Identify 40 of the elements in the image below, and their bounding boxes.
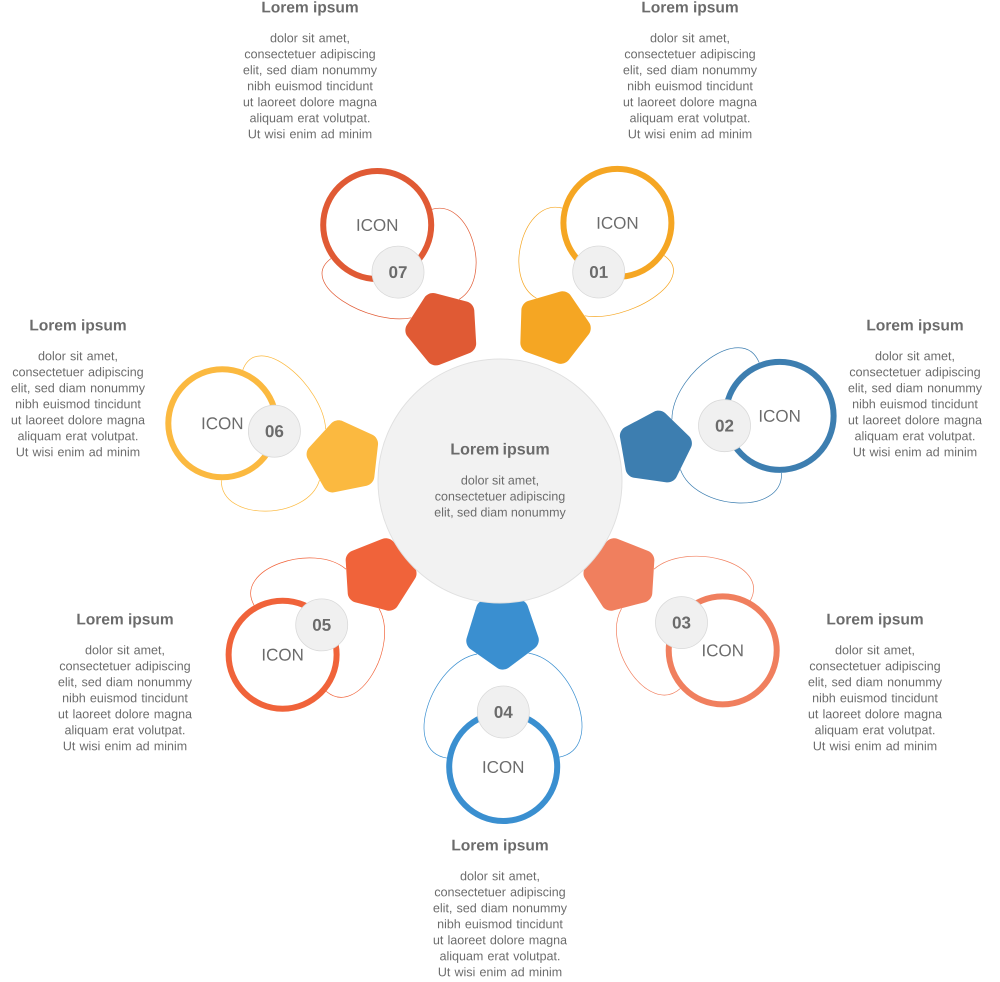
heading: Lorem ipsum [867, 319, 963, 334]
heading: Lorem ipsum [262, 1, 358, 16]
connector-line [584, 255, 674, 317]
body-text: dolor sit amet, consectetuer adipiscing elit, sed diam nonummy nibh euismod tincidunt ut laoreet dolore magna aliquam erat volutpat. Ut wisi enim ad minim [434, 871, 568, 976]
connector-line [672, 347, 760, 420]
number-badge: 04 [476, 686, 530, 738]
connector-line [654, 556, 754, 601]
connector-line [326, 608, 385, 698]
number-badge: 01 [572, 246, 626, 298]
pentagon-tab [620, 410, 692, 482]
body-text: dolor sit amet, consectetuer adipiscing elit, sed diam nonummy nibh euismod tincidunt ut laoreet dolore magna aliquam erat volutpat. Ut wisi enim ad minim [244, 33, 378, 138]
pentagon-tab [346, 538, 417, 611]
heading: Lorem ipsum [642, 1, 738, 16]
heading: Lorem ipsum [827, 613, 923, 628]
pentagon-tab [306, 420, 378, 492]
body-text: dolor sit amet, consectetuer adipiscing elit, sed diam nonummy nibh euismod tincidunt ut laoreet dolore magna aliquam erat volutpat. Ut wisi enim ad minim [58, 645, 192, 750]
heading: Lorem ipsum [452, 839, 548, 854]
body-text: dolor sit amet, consectetuer adipiscing elit, sed diam nonummy nibh euismod tincidunt ut laoreet dolore magna aliquam erat volutpat. Ut wisi enim ad minim [848, 351, 982, 456]
connector-line [322, 258, 412, 320]
number-badge: 02 [698, 399, 751, 452]
connector-line [242, 356, 326, 430]
connector-line [432, 208, 476, 300]
connector-line [220, 480, 320, 512]
heading: Lorem ipsum [30, 319, 126, 334]
connector-line [518, 206, 563, 299]
pentagon-tab [520, 291, 591, 364]
pentagon-tab [583, 538, 654, 611]
body-text: dolor sit amet, consectetuer adipiscing elit, sed diam nonummy nibh euismod tincidunt ut laoreet dolore magna aliquam erat volutpat. Ut wisi enim ad minim [624, 33, 758, 138]
body-text: dolor sit amet, consectetuer adipiscing elit, sed diam nonummy nibh euismod tincidunt ut laoreet dolore magna aliquam erat volutpat. Ut wisi enim ad minim [12, 351, 146, 456]
pentagon-tab [405, 292, 476, 366]
number-badge: 07 [372, 246, 424, 298]
connector-line [680, 469, 782, 504]
connector-line [250, 558, 346, 606]
body-text: dolor sit amet, consectetuer adipiscing elit, sed diam nonummy nibh euismod tincidunt ut laoreet dolore magna aliquam erat volutpat. Ut wisi enim ad minim [808, 645, 942, 750]
connector-line [424, 654, 478, 758]
connector-line [616, 608, 681, 696]
connector-line [528, 652, 582, 758]
heading: Lorem ipsum [77, 613, 173, 628]
number-badge: 06 [248, 404, 301, 458]
pentagon-tab [466, 599, 539, 670]
